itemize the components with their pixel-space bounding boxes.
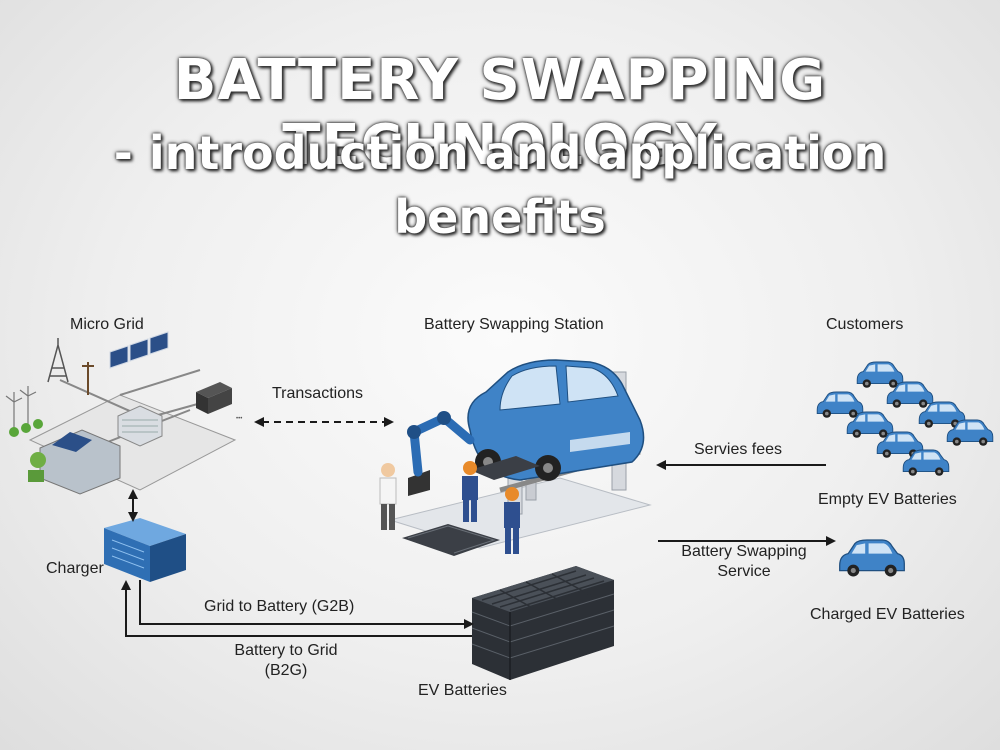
swap-service-label-1: Battery Swapping bbox=[681, 543, 807, 560]
micro-grid-label: Micro Grid bbox=[70, 316, 144, 333]
title-line-2: - introduction and application bbox=[113, 126, 887, 180]
customers-label: Customers bbox=[826, 316, 904, 333]
service-fees-label: Servies fees bbox=[694, 441, 783, 458]
g2b-arrow bbox=[139, 580, 474, 629]
charger-label: Charger bbox=[46, 560, 104, 577]
charger-icon bbox=[104, 518, 186, 582]
ev-batteries-label: EV Batteries bbox=[418, 682, 507, 699]
empty-batteries-label: Empty EV Batteries bbox=[818, 491, 957, 508]
b2g-arrow bbox=[121, 580, 472, 637]
customer-cars-icon bbox=[816, 361, 994, 477]
swap-service-label-2: Service bbox=[717, 563, 771, 580]
g2b-label: Grid to Battery (G2B) bbox=[204, 598, 355, 615]
station-label: Battery Swapping Station bbox=[424, 316, 604, 333]
micro-grid-icon: ••• bbox=[5, 331, 242, 495]
transactions-label: Transactions bbox=[272, 385, 363, 402]
title-line-1: BATTERY SWAPPING TECHNOLOGY bbox=[173, 48, 827, 178]
charged-car-icon bbox=[839, 539, 905, 578]
swapping-station-icon bbox=[379, 359, 652, 556]
b2g-label-1: Battery to Grid bbox=[234, 642, 338, 659]
title-line-3: benefits bbox=[394, 190, 606, 244]
charged-batteries-label: Charged EV Batteries bbox=[810, 606, 965, 623]
ev-battery-stack-icon bbox=[471, 566, 615, 680]
svg-text:•••: ••• bbox=[236, 416, 242, 422]
b2g-label-2: (B2G) bbox=[264, 662, 308, 679]
